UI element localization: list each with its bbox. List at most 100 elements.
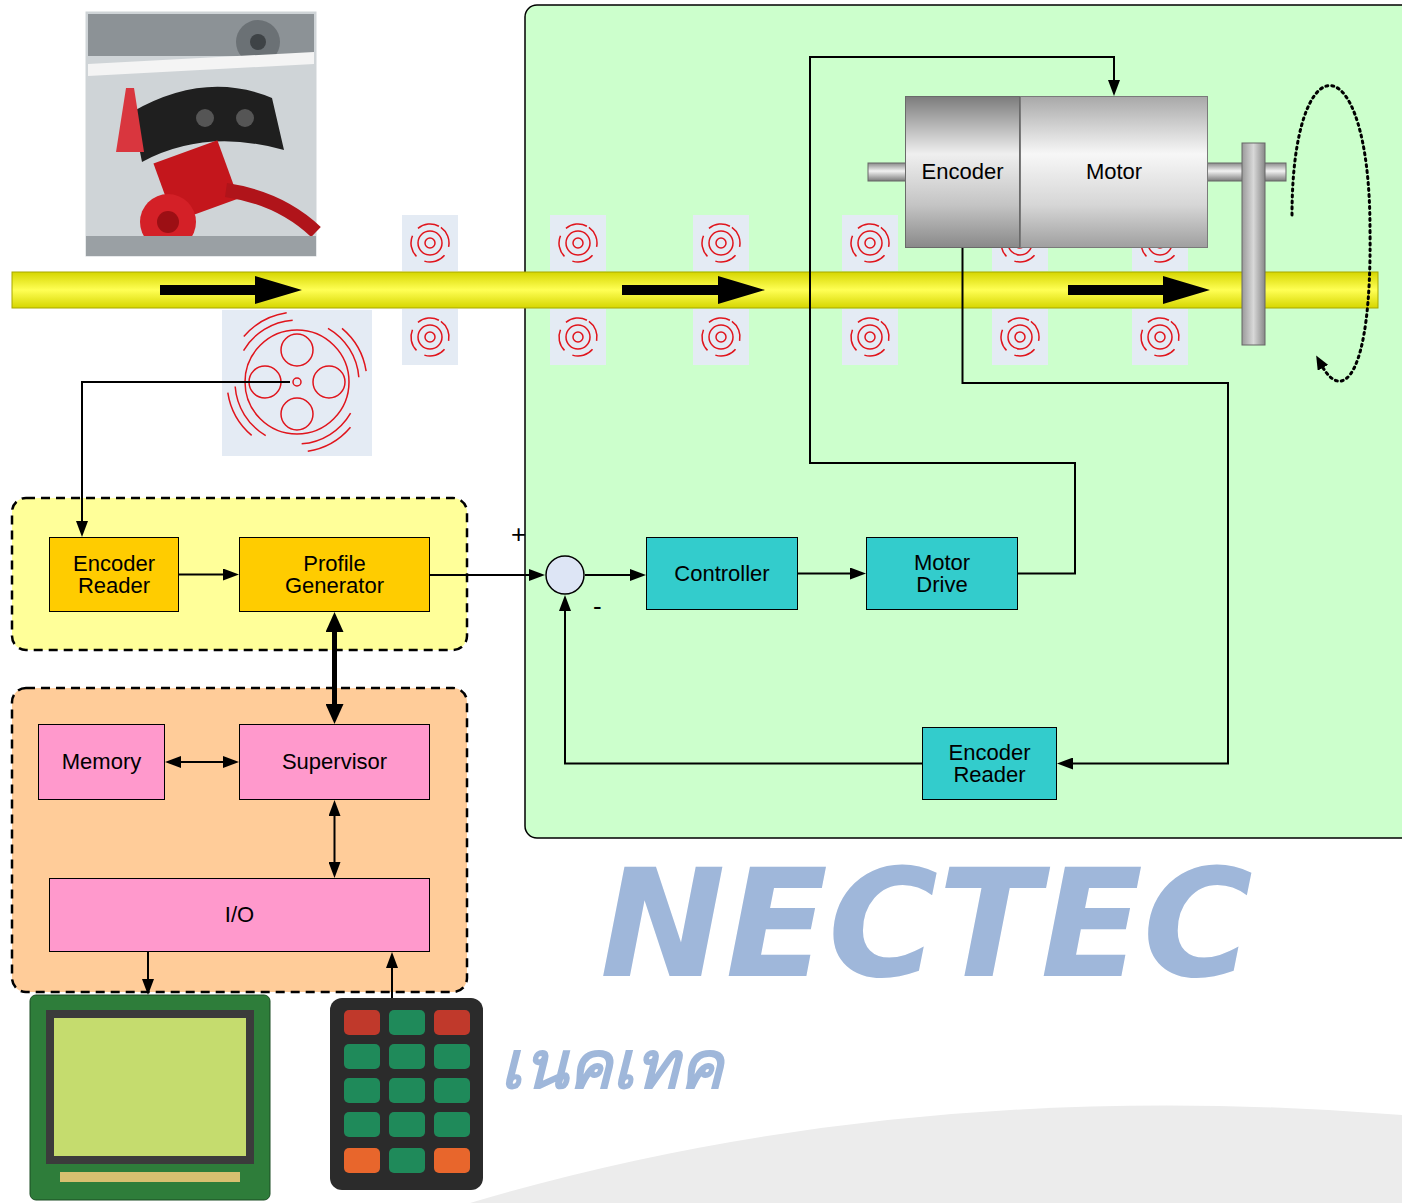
- process-box: Supervisor: [239, 724, 430, 800]
- roller: [550, 309, 606, 365]
- roller: [842, 215, 898, 271]
- background-swoosh: [470, 1105, 1402, 1203]
- bracket-hole: [236, 109, 254, 127]
- signal-arrow: [179, 574, 223, 576]
- roller: [550, 215, 606, 271]
- motor-body: Motor: [1020, 96, 1208, 248]
- wheel-hole: [281, 334, 313, 366]
- feed-arrow: [1068, 276, 1210, 304]
- wheel-hub: [293, 378, 301, 386]
- key: [344, 1044, 380, 1069]
- signal-wire: [147, 952, 149, 979]
- wheel-hole: [281, 398, 313, 430]
- feed-arrow: [622, 276, 765, 304]
- key: [344, 1148, 380, 1173]
- roller: [402, 215, 458, 271]
- lcd-bezel: [46, 1010, 254, 1164]
- signal-wire: [82, 382, 290, 521]
- keypad: [330, 998, 483, 1190]
- lcd-display: [30, 995, 270, 1200]
- roller: [992, 215, 1048, 271]
- signal-arrow: [565, 611, 922, 764]
- rotation-arrow: [1292, 86, 1370, 382]
- roller: [693, 215, 749, 271]
- process-box: Controller: [646, 537, 798, 610]
- servo-loop-panel: [525, 5, 1402, 838]
- key: [434, 1148, 470, 1173]
- roller: [1132, 309, 1188, 365]
- roller: [1132, 215, 1188, 271]
- key: [389, 1010, 425, 1035]
- signal-arrow: [430, 574, 529, 576]
- encoder-body: Encoder: [905, 96, 1020, 248]
- key: [344, 1010, 380, 1035]
- signal-arrow: [963, 248, 1229, 764]
- data-bus-arrow: [332, 632, 337, 704]
- motor-shaft: [868, 163, 908, 181]
- pulley-hub: [250, 34, 266, 50]
- signal-arrow: [798, 573, 850, 575]
- signal-arrow: [334, 816, 336, 862]
- key: [389, 1044, 425, 1069]
- summing-junction: +-: [545, 555, 585, 595]
- bracket-hole: [196, 109, 214, 127]
- key: [434, 1078, 470, 1103]
- lcd-board: [30, 995, 270, 1200]
- cutter-disc: [1242, 143, 1265, 345]
- box-label: Profile Generator: [270, 553, 400, 596]
- process-box: I/O: [49, 878, 430, 952]
- junction-outline: [545, 555, 585, 595]
- box-label: Controller: [674, 563, 769, 585]
- wheel-hole: [313, 366, 345, 398]
- motion-unit-region: [12, 498, 467, 650]
- encoder-cap-center: [157, 211, 179, 233]
- box-label: Encoder Reader: [59, 553, 169, 596]
- process-box: Encoder Reader: [49, 537, 179, 612]
- key: [434, 1010, 470, 1035]
- lcd-screen: [54, 1018, 246, 1156]
- roller: [992, 309, 1048, 365]
- signal-arrow: [585, 574, 630, 576]
- roller: [693, 309, 749, 365]
- machine-top: [88, 14, 314, 56]
- paper-tape: [88, 52, 314, 76]
- process-box: Motor Drive: [866, 537, 1018, 610]
- key: [434, 1044, 470, 1069]
- box-label: Motor Drive: [892, 552, 992, 595]
- signal-wire: [391, 968, 393, 998]
- encoder-photo: [84, 10, 318, 258]
- oil-bottle: [116, 88, 144, 152]
- signal-arrow: [181, 761, 223, 763]
- box-label: I/O: [225, 904, 254, 926]
- lcd-connector: [60, 1172, 240, 1182]
- key: [344, 1112, 380, 1137]
- photo-frame: [84, 10, 318, 258]
- process-box: Profile Generator: [239, 537, 430, 612]
- process-box: Encoder Reader: [922, 727, 1057, 800]
- roller: [842, 309, 898, 365]
- watermark: เนคเทค: [500, 1030, 723, 1103]
- box-label: Encoder Reader: [935, 742, 1045, 785]
- key: [434, 1112, 470, 1137]
- key: [389, 1078, 425, 1103]
- encoder-cable: [226, 190, 316, 232]
- process-box: Memory: [38, 724, 165, 800]
- material-strip: [12, 272, 1378, 308]
- sign-label: -: [593, 593, 602, 619]
- box-label: Supervisor: [282, 751, 387, 773]
- box-label: Encoder: [922, 161, 1004, 183]
- roller: [402, 309, 458, 365]
- summing-circle: [546, 556, 584, 594]
- box-label: Motor: [1086, 161, 1142, 183]
- key: [389, 1148, 425, 1173]
- box-label: Memory: [62, 751, 141, 773]
- key: [389, 1112, 425, 1137]
- watermark: NECTEC: [600, 842, 1253, 1007]
- key: [344, 1078, 380, 1103]
- feed-arrow: [160, 276, 302, 304]
